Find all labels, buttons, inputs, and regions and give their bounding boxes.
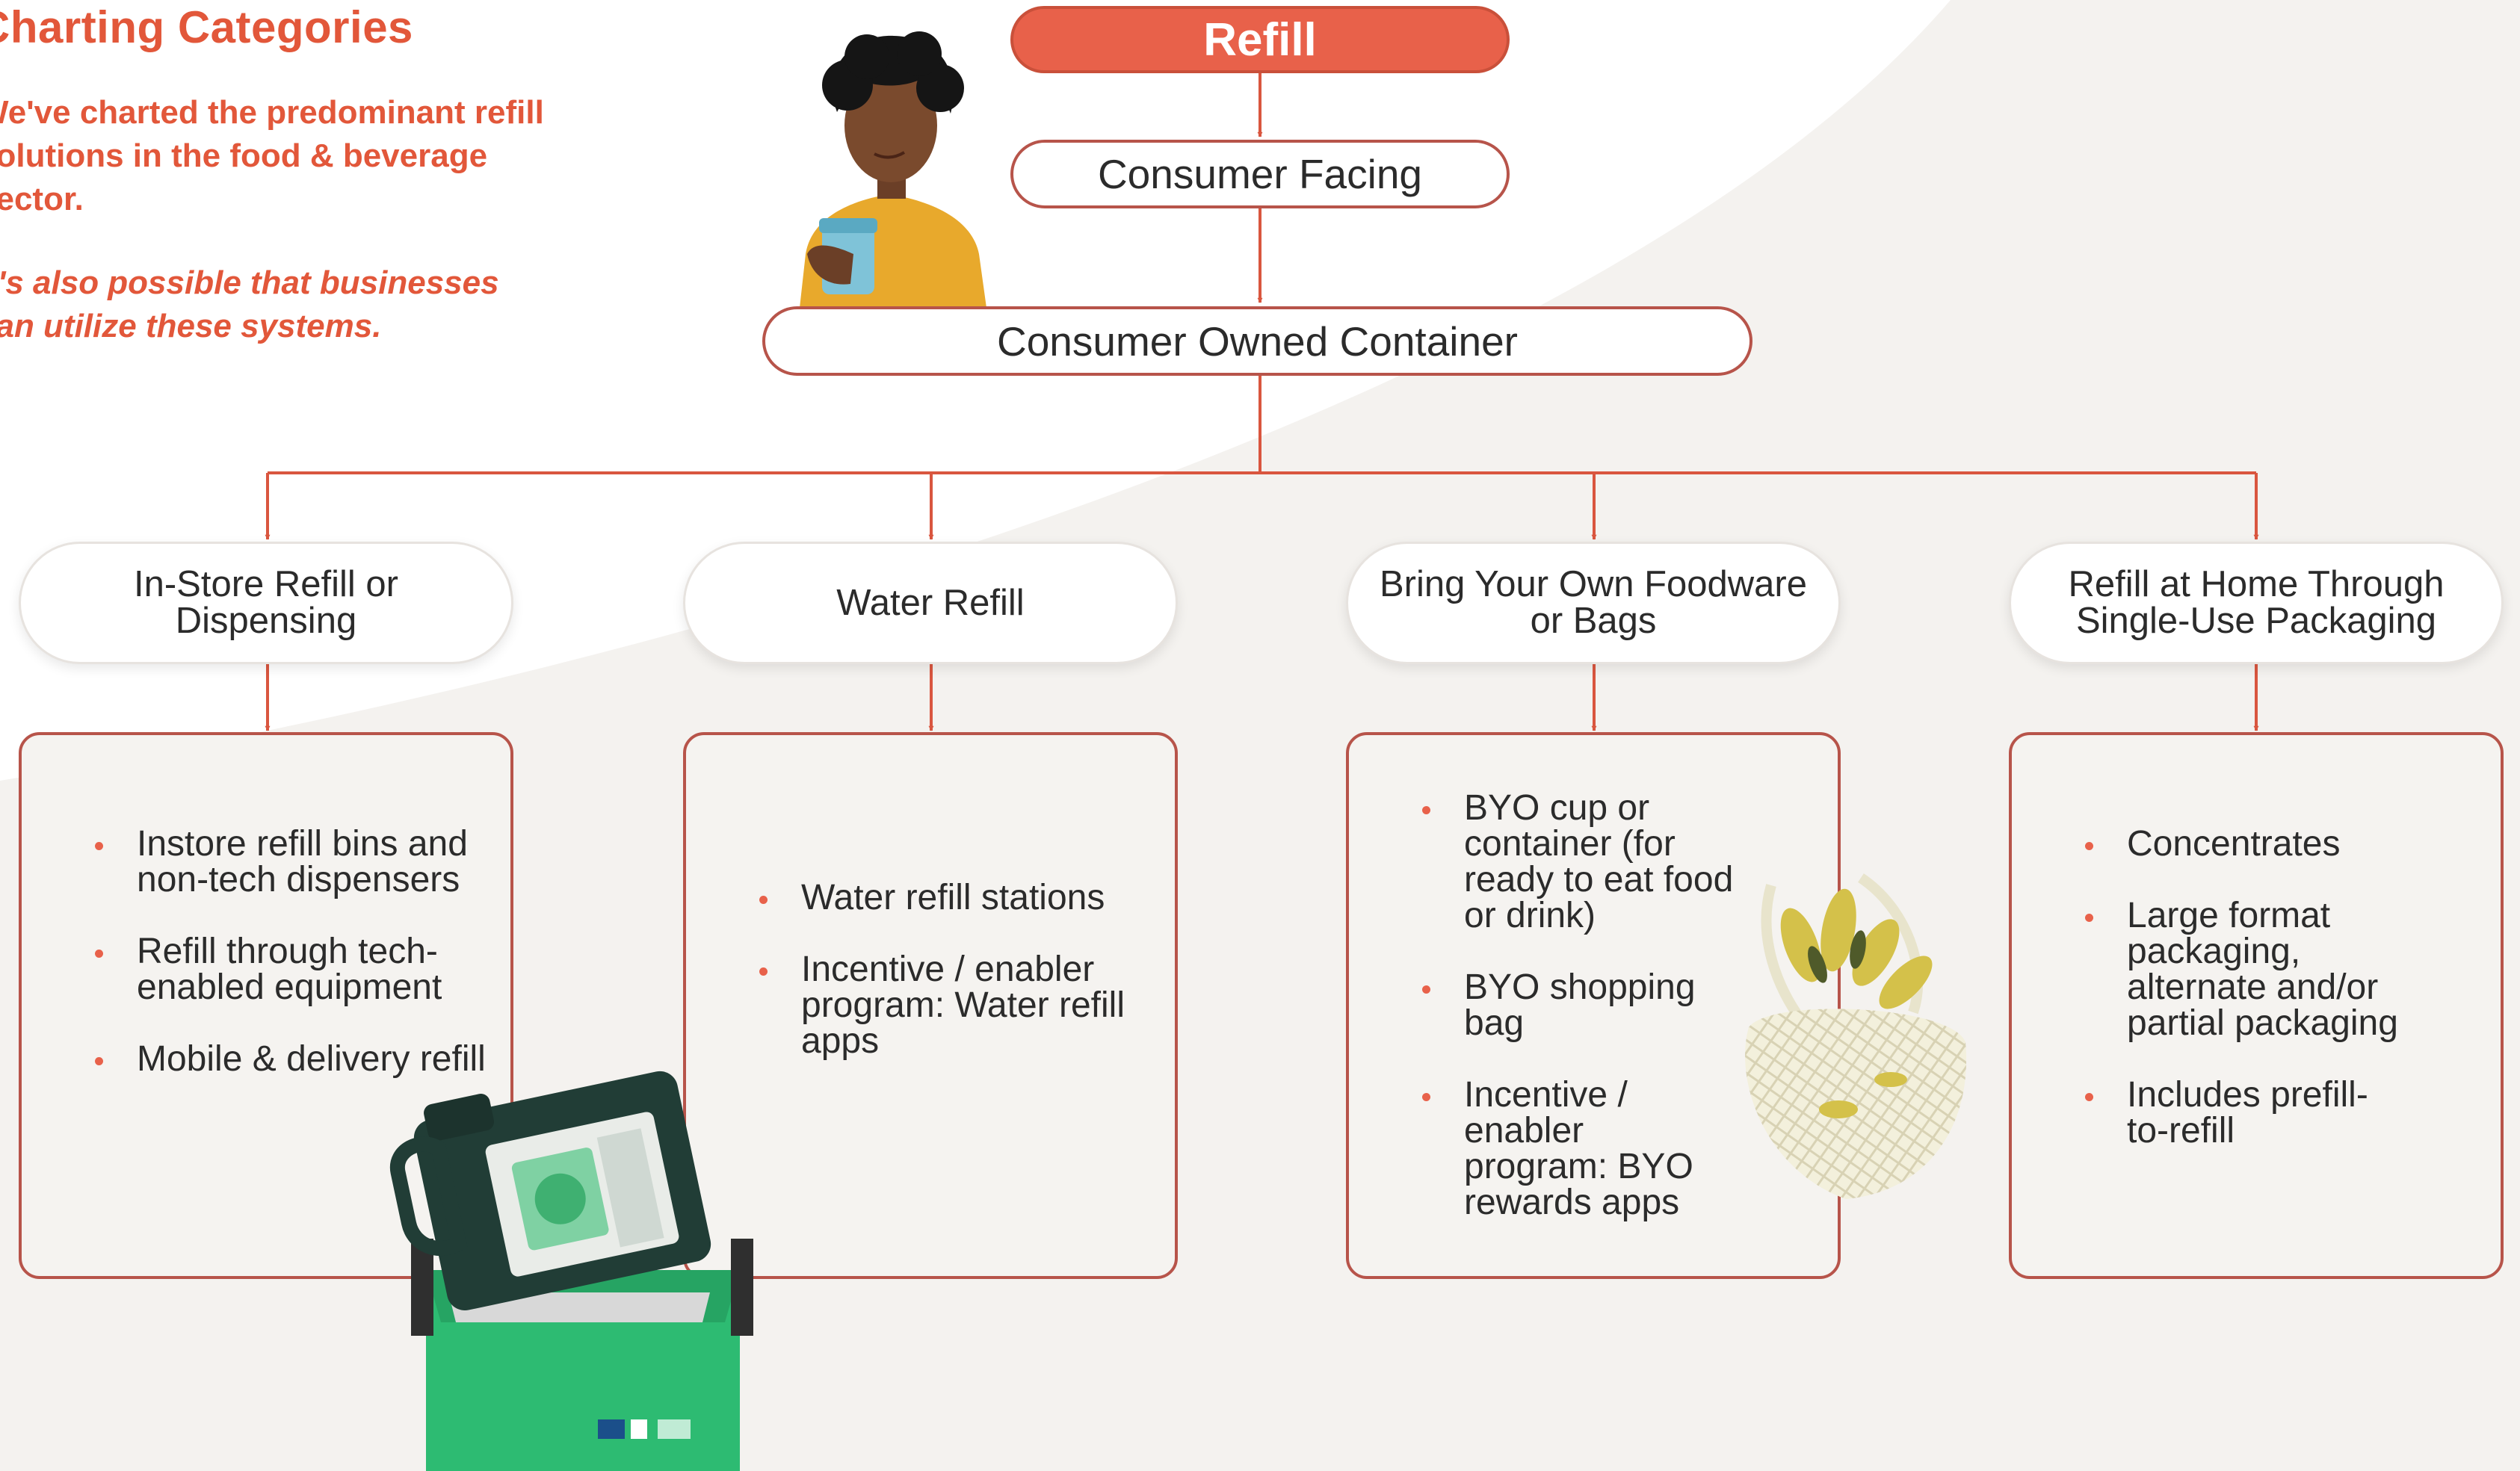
category-bring-your-own: Bring Your Own Foodware or Bags <box>1346 542 1841 664</box>
list-item: Incentive / enabler program: BYO rewards… <box>1422 1077 1736 1221</box>
consumer-owned-container-node: Consumer Owned Container <box>762 306 1752 376</box>
list-item: Includes prefill-to-refill <box>2085 1077 2406 1149</box>
list-item: Instore refill bins and non-tech dispens… <box>95 826 498 898</box>
bullet-list: BYO cup or container (for ready to eat f… <box>1422 790 1736 1221</box>
intro-paragraph: We've charted the predominant refill sol… <box>0 94 544 217</box>
bullet-list: Instore refill bins and non-tech dispens… <box>95 826 498 1077</box>
consumer-facing-node: Consumer Facing <box>1010 140 1510 208</box>
category-in-store-refill: In-Store Refill or Dispensing <box>19 542 513 664</box>
refill-dispenser-photo <box>389 1071 753 1471</box>
category-water-refill: Water Refill <box>683 542 1178 664</box>
refill-root-node: Refill <box>1010 6 1510 73</box>
woman-with-cup-photo <box>800 31 986 308</box>
list-item: BYO shopping bag <box>1422 970 1736 1041</box>
list-item: Refill through tech-enabled equipment <box>95 934 498 1006</box>
list-item: Water refill stations <box>759 880 1148 916</box>
list-item: Large format packaging, alternate and/or… <box>2085 898 2406 1041</box>
card-bring-your-own: BYO cup or container (for ready to eat f… <box>1346 732 1841 1279</box>
list-item: Concentrates <box>2085 826 2406 862</box>
bullet-list: Concentrates Large format packaging, alt… <box>2085 826 2406 1149</box>
bullet-list: Water refill stations Incentive / enable… <box>759 880 1148 1059</box>
list-item: BYO cup or container (for ready to eat f… <box>1422 790 1736 934</box>
mesh-bag-photo <box>1745 873 1967 1199</box>
list-item: Incentive / enabler program: Water refil… <box>759 952 1148 1059</box>
card-refill-at-home: Concentrates Large format packaging, alt… <box>2009 732 2504 1279</box>
category-refill-at-home: Refill at Home Through Single-Use Packag… <box>2009 542 2504 664</box>
card-water-refill: Water refill stations Incentive / enable… <box>683 732 1178 1279</box>
list-item: Mobile & delivery refill <box>95 1041 498 1077</box>
intro-note: It's also possible that businesses can u… <box>0 264 499 344</box>
section-title: Charting Categories <box>0 2 413 52</box>
